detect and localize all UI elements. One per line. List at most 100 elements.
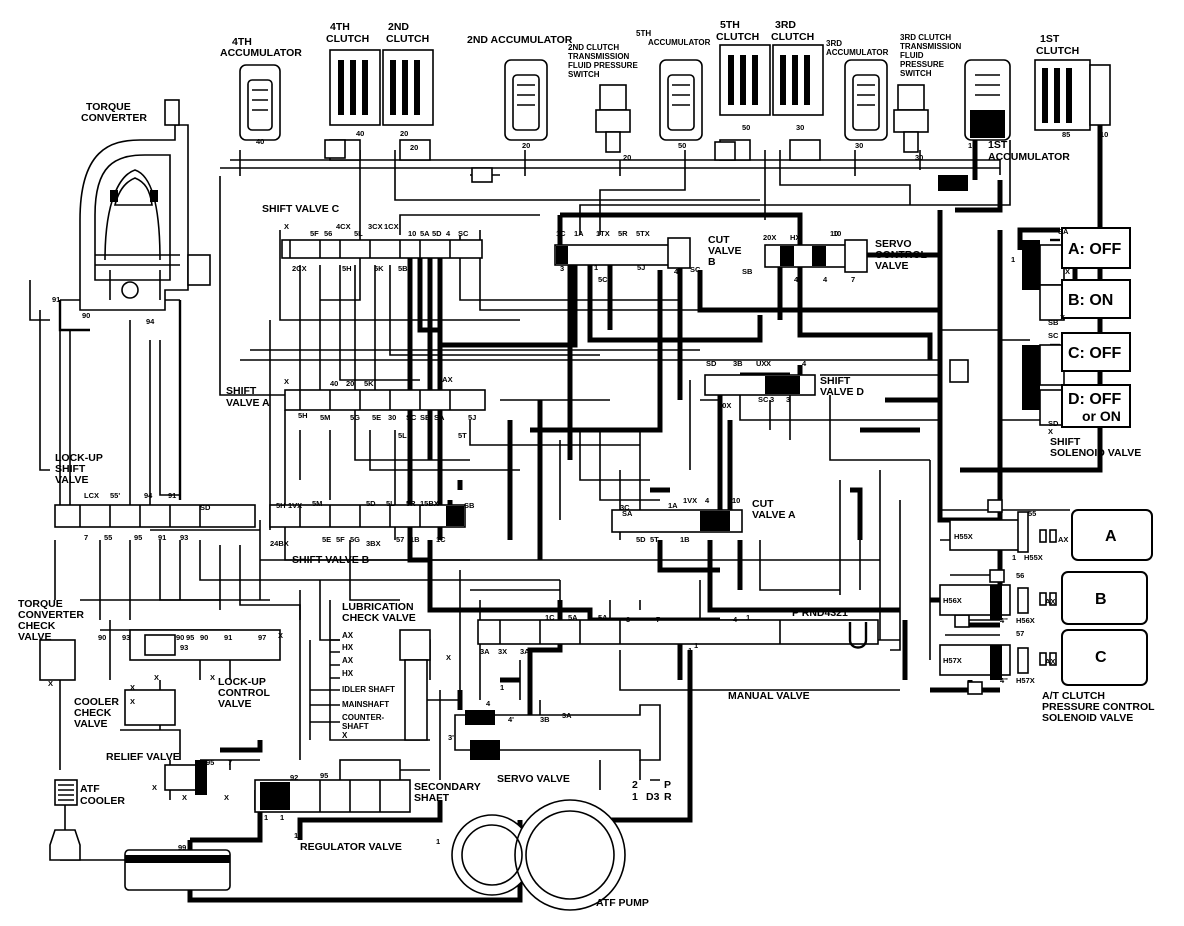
port-label-tc-1: 90 [82, 311, 90, 320]
top-components [239, 44, 1111, 191]
accumulator-5th-label-1: 5TH [636, 29, 651, 38]
psc-ax: AX [1045, 657, 1055, 666]
port-label-top-5: 50 [678, 141, 686, 150]
tc-check-valve-body [39, 639, 76, 681]
valve-bodies [39, 139, 1005, 911]
psa-h55x: H55X [954, 532, 973, 541]
port-label-lockup-0: LCX [84, 491, 99, 500]
port-label-misc-21: 1C [545, 613, 555, 622]
secondary-shaft-label-1: SECONDARY [414, 781, 481, 793]
solenoid-a-state: A: OFF [1068, 241, 1122, 258]
shift-valve-b-label: SHIFT VALVE B [292, 554, 370, 566]
port-label-shift_a-7: 5G [350, 413, 360, 422]
psc-57: 57 [1016, 629, 1024, 638]
port-label-misc-31: 3A [562, 711, 572, 720]
torque-converter [79, 99, 211, 311]
port-label-shift_b-10: 5F [336, 535, 345, 544]
port-label-shift_d-6: SC [758, 395, 769, 404]
cut-valve-b-body [554, 244, 686, 266]
switch-3rd-label-3: FLUID [900, 51, 924, 60]
port-label-misc-44: 1 [1011, 255, 1015, 264]
tc-check-label-4: VALVE [18, 631, 51, 643]
port-label-shift_d-5: 50X [718, 401, 731, 410]
port-label-top-6: 50 [742, 123, 750, 132]
port-label-shift_c-11: SC [458, 229, 469, 238]
port-label-misc-27: 1 [688, 646, 692, 655]
port-label-shift_c-5: 3CX [368, 222, 383, 231]
clutch-5th-label-1: 5TH [720, 19, 740, 31]
port-label-cut_a-0: 1A [668, 501, 678, 510]
port-label-shift_c-7: 10 [408, 229, 416, 238]
port-label-shift_d-4: 4 [802, 359, 807, 368]
atf-pump-label: ATF PUMP [596, 897, 649, 909]
port-label-misc-23: 5A [598, 613, 608, 622]
port-label-top-12: 10 [1100, 130, 1108, 139]
port-label-misc-37: X [224, 793, 229, 802]
clutch-4th-body [329, 49, 381, 161]
port-label-shift_a-6: 5M [320, 413, 330, 422]
shift-valve-c-body [281, 239, 483, 259]
port-label-servo_ctrl-2: 10 [833, 229, 841, 238]
lubrication-label-2: CHECK VALVE [342, 612, 416, 624]
port-label-misc-46: X [1060, 313, 1065, 322]
port-label-lockup-7: 95 [134, 533, 142, 542]
port-label-top-11: 85 [1062, 130, 1070, 139]
lube-countershaft-2: SHAFT [342, 722, 369, 731]
port-label-misc-15: 1 [500, 683, 504, 692]
port-label-shift_a-10: SC [406, 413, 417, 422]
clutch-1st-label-1: 1ST [1040, 33, 1060, 45]
port-label-cut_b-0: 1C [556, 229, 566, 238]
solenoid-d-state: D: OFF [1068, 391, 1122, 408]
port-label-cut_b-1: 1A [574, 229, 584, 238]
port-label-top-14: 10 [830, 229, 838, 238]
lubrication-label-1: LUBRICATION [342, 601, 414, 613]
port-label-shift_b-4: 5L [386, 499, 395, 508]
port-label-misc-7: 97 [258, 633, 266, 642]
port-label-top-13: 20 [623, 153, 631, 162]
port-label-cut_b-7: 5C [598, 275, 608, 284]
accumulator-3rd-label-1: 3RD [826, 39, 842, 48]
accumulator-1st-label-2: ACCUMULATOR [988, 151, 1070, 163]
port-label-shift_a-15: 5J [468, 413, 476, 422]
port-label-shift_b-12: 3BX [366, 539, 381, 548]
port-label-misc-17: 1 [746, 613, 750, 622]
clutch-5th-label-2: CLUTCH [716, 31, 759, 43]
accumulator-5th-body [659, 59, 703, 141]
lube-ax-1: AX [342, 631, 354, 640]
tc-check-label-2: CONVERTER [18, 609, 84, 621]
port-label-misc-13: X [152, 783, 157, 792]
port-label-shift_b-6: 15BX [420, 499, 439, 508]
port-label-lockup-9: 93 [180, 533, 188, 542]
port-label-shift_c-15: 5B [398, 264, 408, 273]
port-label-shift_a-3: 5K [364, 379, 374, 388]
port-label-misc-20: 3A [520, 647, 530, 656]
lube-ax-2: AX [342, 656, 354, 665]
clutch-3rd-label-1: 3RD [775, 19, 796, 31]
clutch-2nd-label-1: 2ND [388, 21, 409, 33]
lockup-control-label-2: CONTROL [218, 687, 270, 699]
lube-mainshaft: MAINSHAFT [342, 700, 389, 709]
switch-3rd-label-2: TRANSMISSION [900, 42, 962, 51]
switch-3rd-label-4: PRESSURE [900, 60, 945, 69]
psb-4: 4'' [1000, 616, 1008, 625]
port-label-misc-30: 3B [540, 715, 550, 724]
port-label-shift_a-11: SB [420, 413, 431, 422]
port-label-shift_b-2: 5M [312, 499, 322, 508]
atf-cooler-body [54, 779, 78, 806]
servo-control-label-2: CONTROL [875, 249, 927, 261]
port-label-shift_d-2: UX [756, 359, 766, 368]
port-label-shift_b-3: 5D [366, 499, 376, 508]
cooler-check-label-2: CHECK [74, 707, 112, 719]
port-label-shift_b-5: 5R [406, 499, 416, 508]
port-label-lockup-4: SD [200, 503, 211, 512]
lockup-shift-label-2: SHIFT [55, 463, 86, 475]
shift-solenoid-label-2: SOLENOID VALVE [1050, 447, 1141, 459]
manual-sub-2: 1 [632, 791, 638, 803]
port-label-cut_b-2: 1TX [596, 229, 610, 238]
port-label-cut_a-6: 5D [636, 535, 646, 544]
psa-55: 55 [1028, 509, 1036, 518]
port-label-misc-41: SB [1048, 318, 1059, 327]
at-clutch-label-1: A/T CLUTCH [1042, 690, 1105, 702]
port-label-misc-2: 90 [176, 633, 184, 642]
secondary-shaft-label-2: SHAFT [414, 792, 450, 804]
